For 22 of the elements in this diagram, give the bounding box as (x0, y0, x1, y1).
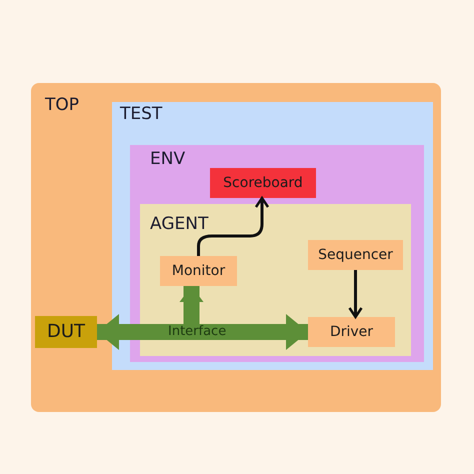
container-heading: AGENT (150, 216, 208, 233)
driver-box (308, 317, 395, 347)
container-heading: TEST (120, 106, 162, 123)
box-label: Scoreboard (223, 176, 303, 190)
box-label: Driver (330, 325, 374, 339)
dut-box (35, 316, 97, 348)
box-label: Monitor (172, 264, 226, 278)
agent-container (140, 204, 411, 356)
test-container (112, 102, 433, 370)
monitor-box (160, 256, 237, 286)
env-container (130, 145, 424, 362)
container-heading: TOP (45, 97, 80, 114)
top-container (31, 83, 441, 412)
interface-arrow (180, 286, 204, 326)
arrow (348, 270, 363, 318)
scoreboard-box (210, 168, 316, 198)
interface-arrow (97, 314, 308, 350)
box-label: DUT (46, 323, 86, 341)
sequencer-box (308, 240, 403, 270)
edge-label: Interface (168, 325, 226, 338)
box-label: Sequencer (318, 248, 393, 262)
container-heading: ENV (150, 151, 186, 168)
